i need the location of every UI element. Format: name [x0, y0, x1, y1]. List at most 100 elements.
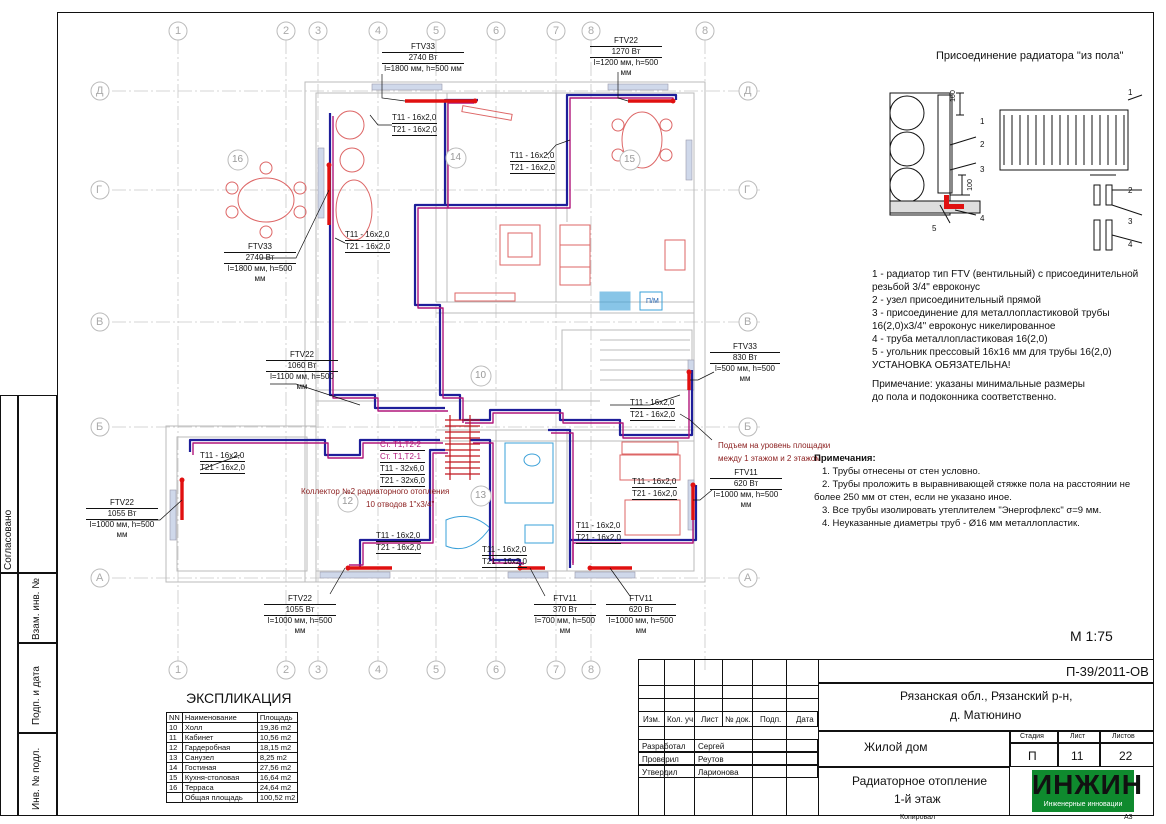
role-developer: Разработал [642, 742, 686, 751]
format-label: А3 [1124, 814, 1133, 821]
legend-line: 5 - угольник прессовый 16х16 мм для труб… [872, 347, 1112, 358]
note: 3. Все трубы изолировать утеплителем "Эн… [822, 505, 1102, 516]
axis-bottom-5: 5 [433, 664, 440, 676]
name-checker: Реутов [698, 755, 724, 764]
axis-right-a: А [744, 572, 752, 584]
axis-bottom-3: 3 [315, 664, 322, 676]
axis-bottom-8: 8 [588, 664, 595, 676]
room-10: 10 [475, 370, 487, 381]
axis-left-d: Д [96, 85, 104, 97]
notes: Примечания: 1. Трубы отнесены от стен ус… [814, 452, 1130, 530]
axis-top-8: 8 [588, 25, 595, 37]
dim-100-top: 100 [949, 90, 957, 102]
axis-top-4: 4 [375, 25, 382, 37]
callout-3: 3 [980, 165, 985, 174]
room-13: 13 [475, 490, 487, 501]
sheet-value: 11 [1071, 749, 1084, 763]
axis-top-2: 2 [283, 25, 290, 37]
dim-100-bottom: 100 [966, 179, 974, 191]
axis-bottom-1: 1 [175, 664, 182, 676]
project-code: П-39/2011-ОВ [1066, 664, 1149, 679]
riser-note-2: между 1 этажом и 2 этажом [718, 454, 821, 463]
axis-bottom-4: 4 [375, 664, 382, 676]
collector-label: Коллектор №2 радиаторного отопления [301, 487, 450, 496]
axis-bottom-6: 6 [493, 664, 500, 676]
detail-title: Присоединение радиатора "из пола" [936, 50, 1124, 62]
name-approver: Ларионова [698, 768, 739, 777]
col-izm: Изм. [643, 715, 661, 724]
axis-top-8b: 8 [702, 25, 709, 37]
drawing-title-2: 1-й этаж [894, 792, 941, 806]
col-podp: Подп. [760, 715, 782, 724]
stage-value: П [1028, 749, 1037, 763]
note: более 250 мм от стен, если не указано ин… [814, 492, 1012, 503]
callout-5: 5 [932, 224, 937, 233]
callout-2: 2 [980, 140, 985, 149]
sheets-header: Листов [1112, 733, 1135, 740]
callout-3r: 3 [1128, 217, 1133, 226]
callout-1: 1 [980, 117, 985, 126]
col-date: Дата [796, 715, 814, 724]
legend-line: 16(2,0)х3/4" евроконус никелированное [872, 321, 1056, 332]
name-developer: Сергей [698, 742, 725, 751]
axis-right-v: В [744, 316, 752, 328]
stage-header: Стадия [1020, 733, 1044, 740]
collector-outlets-label: 10 отводов 1"х3/4" [366, 500, 435, 509]
legend-line: до пола и подоконника соответственно. [872, 392, 1057, 403]
role-checker: Проверил [642, 755, 679, 764]
axis-left-a: А [96, 572, 104, 584]
drawing-title-1: Радиаторное отопление [852, 774, 988, 788]
legend-line: Примечание: указаны минимальные размеры [872, 379, 1085, 390]
copied-label: Копировал [900, 814, 936, 821]
pm-label: П/М [646, 298, 659, 305]
axis-right-d: Д [744, 85, 752, 97]
role-approver: Утвердил [642, 768, 678, 777]
axis-top-1: 1 [175, 25, 182, 37]
side-stamp: Согласовано Взам. инв. № Подп. и дата Ин… [0, 395, 57, 816]
connection-detail [889, 92, 1143, 251]
col-doc: № док. [725, 715, 751, 724]
callout-2r: 2 [1128, 186, 1133, 195]
legend-line: резьбой 3/4" евроконус [872, 282, 981, 293]
scale-label: М 1:75 [1070, 628, 1113, 644]
axis-top-3: 3 [315, 25, 322, 37]
note: 4. Неуказанные диаметры труб - Ø16 мм ме… [822, 518, 1080, 529]
axis-bottom-2: 2 [283, 664, 290, 676]
notes-title: Примечания: [814, 453, 876, 464]
note: 2. Трубы проложить в выравнивающей стяжк… [822, 479, 1131, 490]
axis-left-v: В [96, 316, 104, 328]
legend-line: УСТАНОВКА ОБЯЗАТЕЛЬНА! [872, 360, 1011, 371]
col-list: Лист [701, 715, 719, 724]
legend-line: 3 - присоединение для металлопластиковой… [872, 308, 1110, 319]
sheets-value: 22 [1119, 749, 1133, 763]
axis-left-g: Г [96, 184, 102, 196]
axis-right-b: Б [744, 421, 752, 433]
explication-title: ЭКСПЛИКАЦИЯ [186, 690, 292, 706]
drawing-frame [57, 12, 1154, 816]
sheet-header: Лист [1070, 733, 1086, 740]
legend-line: 4 - труба металлопластиковая 16(2,0) [872, 334, 1048, 345]
callout-4r: 4 [1128, 240, 1133, 249]
